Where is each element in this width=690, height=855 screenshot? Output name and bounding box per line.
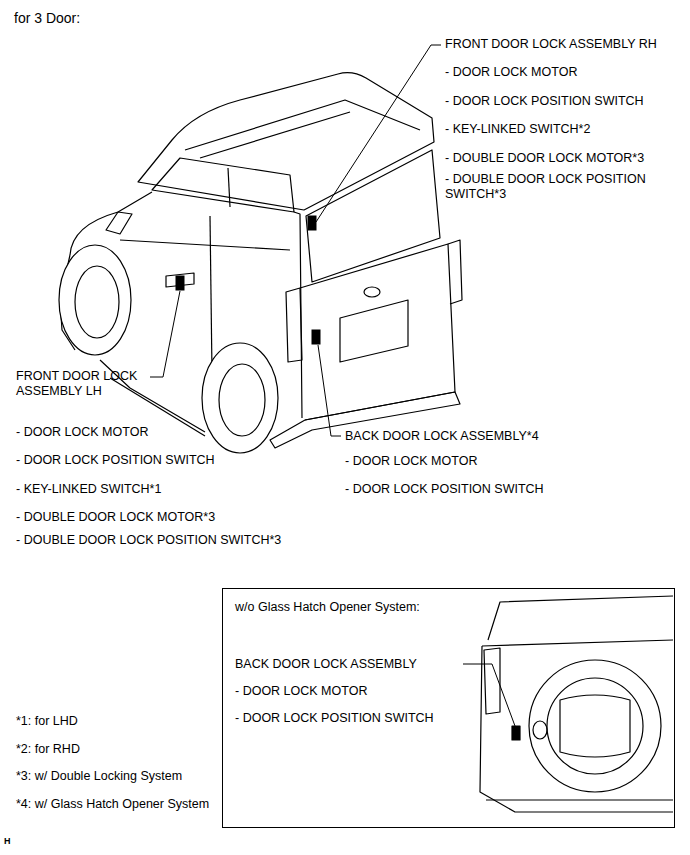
inset-handle [533, 721, 547, 739]
inset-box: w/o Glass Hatch Opener System: BACK DOOR … [222, 588, 675, 828]
component-item: - DOOR LOCK POSITION SWITCH [445, 94, 644, 109]
component-item: - DOOR LOCK MOTOR [445, 65, 577, 80]
inset-glass-edge [482, 640, 673, 646]
inset-vehicle [480, 596, 673, 812]
component-item: - KEY-LINKED SWITCH*1 [16, 482, 161, 497]
leader-line [316, 45, 441, 222]
component-item: - DOOR LOCK MOTOR [235, 684, 367, 699]
back-lock-assembly [312, 330, 320, 344]
lock-assembly-rh [308, 216, 316, 230]
body-crease [120, 240, 290, 250]
rear-wheel [202, 343, 278, 453]
component-item: - DOUBLE DOOR LOCK POSITION SWITCH*3 [16, 533, 281, 548]
footnote: *4: w/ Glass Hatch Opener System [16, 797, 209, 812]
side-glass [152, 158, 294, 212]
component-item: - DOOR LOCK MOTOR [345, 454, 477, 469]
component-item: - DOOR LOCK POSITION SWITCH [345, 482, 544, 497]
front-wheel [59, 245, 131, 355]
license-plate-recess [340, 300, 408, 362]
inset-rear-glass [488, 596, 673, 640]
component-item: - DOUBLE DOOR LOCK POSITION SWITCH*3 [445, 172, 677, 202]
footnote: *3: w/ Double Locking System [16, 769, 182, 784]
figure-mark: H [4, 836, 11, 847]
inset-heading: w/o Glass Hatch Opener System: [235, 600, 420, 615]
part-label: FRONT DOOR LOCK ASSEMBLY LH [16, 369, 156, 399]
inset-body [480, 646, 673, 812]
roof-rail [185, 100, 420, 150]
rear-glass [306, 150, 440, 282]
tail-lamp [448, 240, 462, 304]
component-item: - DOOR LOCK MOTOR [16, 425, 148, 440]
part-label: BACK DOOR LOCK ASSEMBLY*4 [345, 429, 539, 444]
component-item: - KEY-LINKED SWITCH*2 [445, 122, 590, 137]
front-wheel-rim [75, 266, 119, 338]
roof-rail [200, 112, 350, 158]
lock-assemblies [176, 216, 320, 344]
lock-assembly-lh [176, 276, 184, 290]
side-mirror [106, 212, 132, 234]
component-item: - DOUBLE DOOR LOCK MOTOR*3 [445, 151, 644, 166]
component-item: - DOOR LOCK POSITION SWITCH [16, 453, 215, 468]
component-item: - DOUBLE DOOR LOCK MOTOR*3 [16, 510, 215, 525]
rear-wheel-rim [219, 364, 265, 436]
leader-line [463, 664, 515, 726]
spare-tire-emblem [560, 695, 630, 757]
wheels [59, 245, 278, 453]
window-pillar [228, 168, 230, 207]
diagram-title: for 3 Door: [14, 10, 80, 27]
back-door-panel [300, 244, 455, 420]
inset-bumper [486, 799, 673, 800]
component-item: - DOOR LOCK POSITION SWITCH [235, 711, 434, 726]
spare-tire [529, 660, 661, 792]
leader-line [150, 291, 180, 377]
part-label: BACK DOOR LOCK ASSEMBLY [235, 657, 417, 672]
inset-lock-assembly [512, 726, 520, 740]
footnote: *2: for RHD [16, 742, 80, 757]
inset-tail-lamp [484, 648, 500, 714]
door-line [210, 216, 212, 372]
spare-tire-cover [547, 678, 643, 774]
leader-lines [150, 45, 515, 726]
vehicle-body [60, 73, 462, 448]
roof-outline [138, 73, 434, 210]
part-label: FRONT DOOR LOCK ASSEMBLY RH [445, 37, 657, 52]
emblem [364, 287, 380, 297]
tail-lamp [286, 288, 302, 362]
footnote: *1: for LHD [16, 714, 78, 729]
leader-line [318, 345, 341, 436]
